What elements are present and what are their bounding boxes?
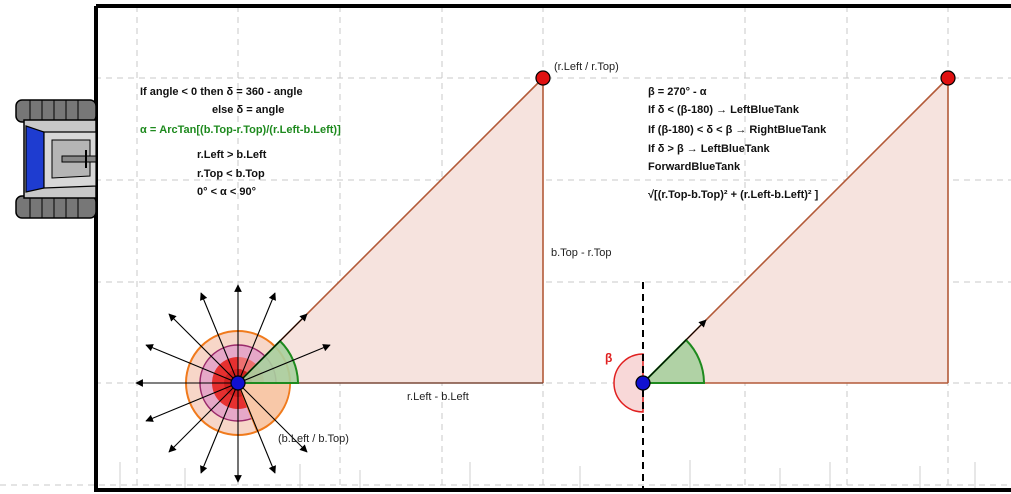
left-formulas: If angle < 0 then δ = 360 - angle else δ… — [140, 86, 341, 198]
rule-line: ForwardBlueTank — [648, 161, 741, 173]
distance-formula: √[(r.Top-b.Top)² + (r.Left-b.Left)² ] — [648, 189, 819, 201]
blue-tank-icon — [15, 99, 97, 219]
beta-angle-region — [613, 353, 644, 413]
red-point — [535, 70, 551, 86]
formula-line: If angle < 0 then δ = 360 - angle — [140, 86, 303, 98]
rule-line: If δ > β → LeftBlueTank — [648, 143, 771, 155]
right-triangle — [642, 77, 949, 384]
arena-frame — [94, 4, 1011, 492]
red-point-label: (r.Left / r.Top) — [554, 61, 619, 73]
formula-line: r.Top < b.Top — [197, 168, 265, 180]
horizontal-leg-label: r.Left - b.Left — [407, 391, 469, 403]
beta-label: β — [605, 351, 612, 365]
direction-arrows — [135, 284, 331, 483]
rule-line: β = 270° - α — [648, 86, 707, 98]
rule-line: If (β-180) < δ < β → RightBlueTank — [648, 124, 827, 136]
blue-point — [230, 375, 246, 391]
alpha-formula: α = ArcTan[(b.Top-r.Top)/(r.Left-b.Left)… — [140, 124, 341, 136]
vertical-leg-label: b.Top - r.Top — [551, 247, 612, 259]
blue-point — [635, 375, 651, 391]
rule-line: If δ < (β-180) → LeftBlueTank — [648, 104, 800, 116]
right-rules: β = 270° - α If δ < (β-180) → LeftBlueTa… — [648, 86, 827, 201]
formula-line: r.Left > b.Left — [197, 149, 267, 161]
formula-line: else δ = angle — [212, 104, 284, 116]
heading-arrow — [642, 319, 707, 384]
bottom-ticks — [119, 460, 976, 488]
blue-point-label: (b.Left / b.Top) — [278, 433, 349, 445]
red-point — [940, 70, 956, 86]
formula-line: 0° < α < 90° — [197, 186, 256, 198]
